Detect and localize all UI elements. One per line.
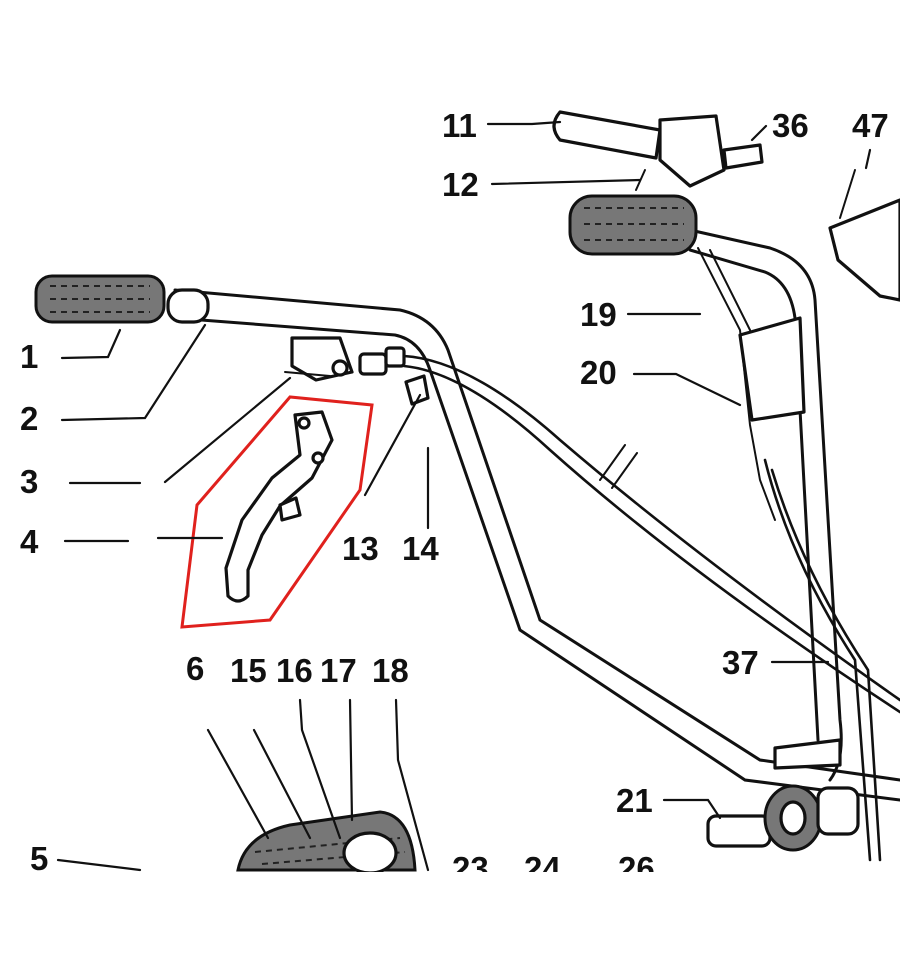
cable-break-mark [599,444,638,489]
part-47-bracket [828,169,900,302]
callout-14: 14 [402,530,439,567]
callout-15: 15 [230,652,267,689]
callout-6: 6 [186,650,204,687]
part-19-grip-right [568,194,698,256]
callout-4: 4 [20,523,39,560]
callout-11: 11 [442,107,477,144]
callout-18: 18 [372,652,409,689]
part-20-clutch-bracket [697,247,806,521]
part-3-lever-bracket [284,336,354,382]
callout-1: 1 [20,338,38,375]
callout-3: 3 [20,463,38,500]
callout-2: 2 [20,400,38,437]
callout-5: 5 [30,840,48,877]
part-1-left-grip [34,274,166,324]
handlebar-right-tube [688,228,843,782]
callout-12: 12 [442,166,479,203]
bottom-crop-area [0,872,900,962]
callout-36: 36 [772,107,809,144]
part-11-throttle-grip [552,110,764,188]
part-14-cable-clip [404,374,430,406]
part-lower-left-assembly [236,810,417,875]
cable-left [402,354,900,702]
callout-17: 17 [320,652,357,689]
part-4-highlight-frame [180,395,374,629]
cable-left-inner [402,364,900,714]
part-13-cable-adjuster [358,346,406,376]
cable-right-inner [770,468,882,862]
callout-13: 13 [342,530,379,567]
leader-lines [56,120,872,872]
callout-47: 47 [852,107,889,144]
part-22-pulley [763,784,860,852]
part-4-brake-lever [224,410,334,603]
callout-37: 37 [722,644,759,681]
part-2-handlebar-end [166,288,210,324]
cable-right [763,458,872,862]
callout-19: 19 [580,296,617,333]
callout-20: 20 [580,354,617,391]
callout-16: 16 [276,652,313,689]
callout-21: 21 [616,782,653,819]
handlebar-left-tube [173,288,900,802]
callout-labels: 1 2 3 4 5 6 15 16 17 18 13 14 11 12 36 4… [20,107,889,887]
part-21-pin [706,814,772,848]
part-37-crossbar [773,738,842,770]
